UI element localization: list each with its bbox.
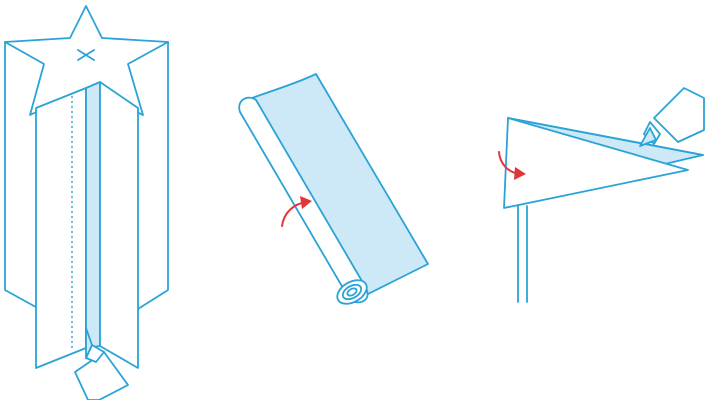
star-x-mark-icon	[77, 49, 95, 61]
curl-arrow-icon	[281, 196, 312, 227]
flag-stick	[517, 205, 528, 303]
paper-sheet	[251, 73, 429, 297]
flag-triangle	[503, 117, 689, 209]
roll-spiral	[336, 279, 368, 305]
star-box-front-right-panel	[99, 81, 139, 369]
glue-tube-icon	[639, 87, 705, 147]
fold-arrow-icon	[498, 151, 526, 180]
flag-crease	[507, 117, 704, 156]
star-box-front-left-panel	[35, 87, 87, 369]
panel-star-box	[4, 5, 169, 400]
panel-flag-on-stick	[498, 87, 705, 303]
star-box-seam-strip	[85, 81, 101, 349]
panel-paper-roll	[238, 73, 429, 305]
glue-tube-icon	[74, 327, 129, 400]
